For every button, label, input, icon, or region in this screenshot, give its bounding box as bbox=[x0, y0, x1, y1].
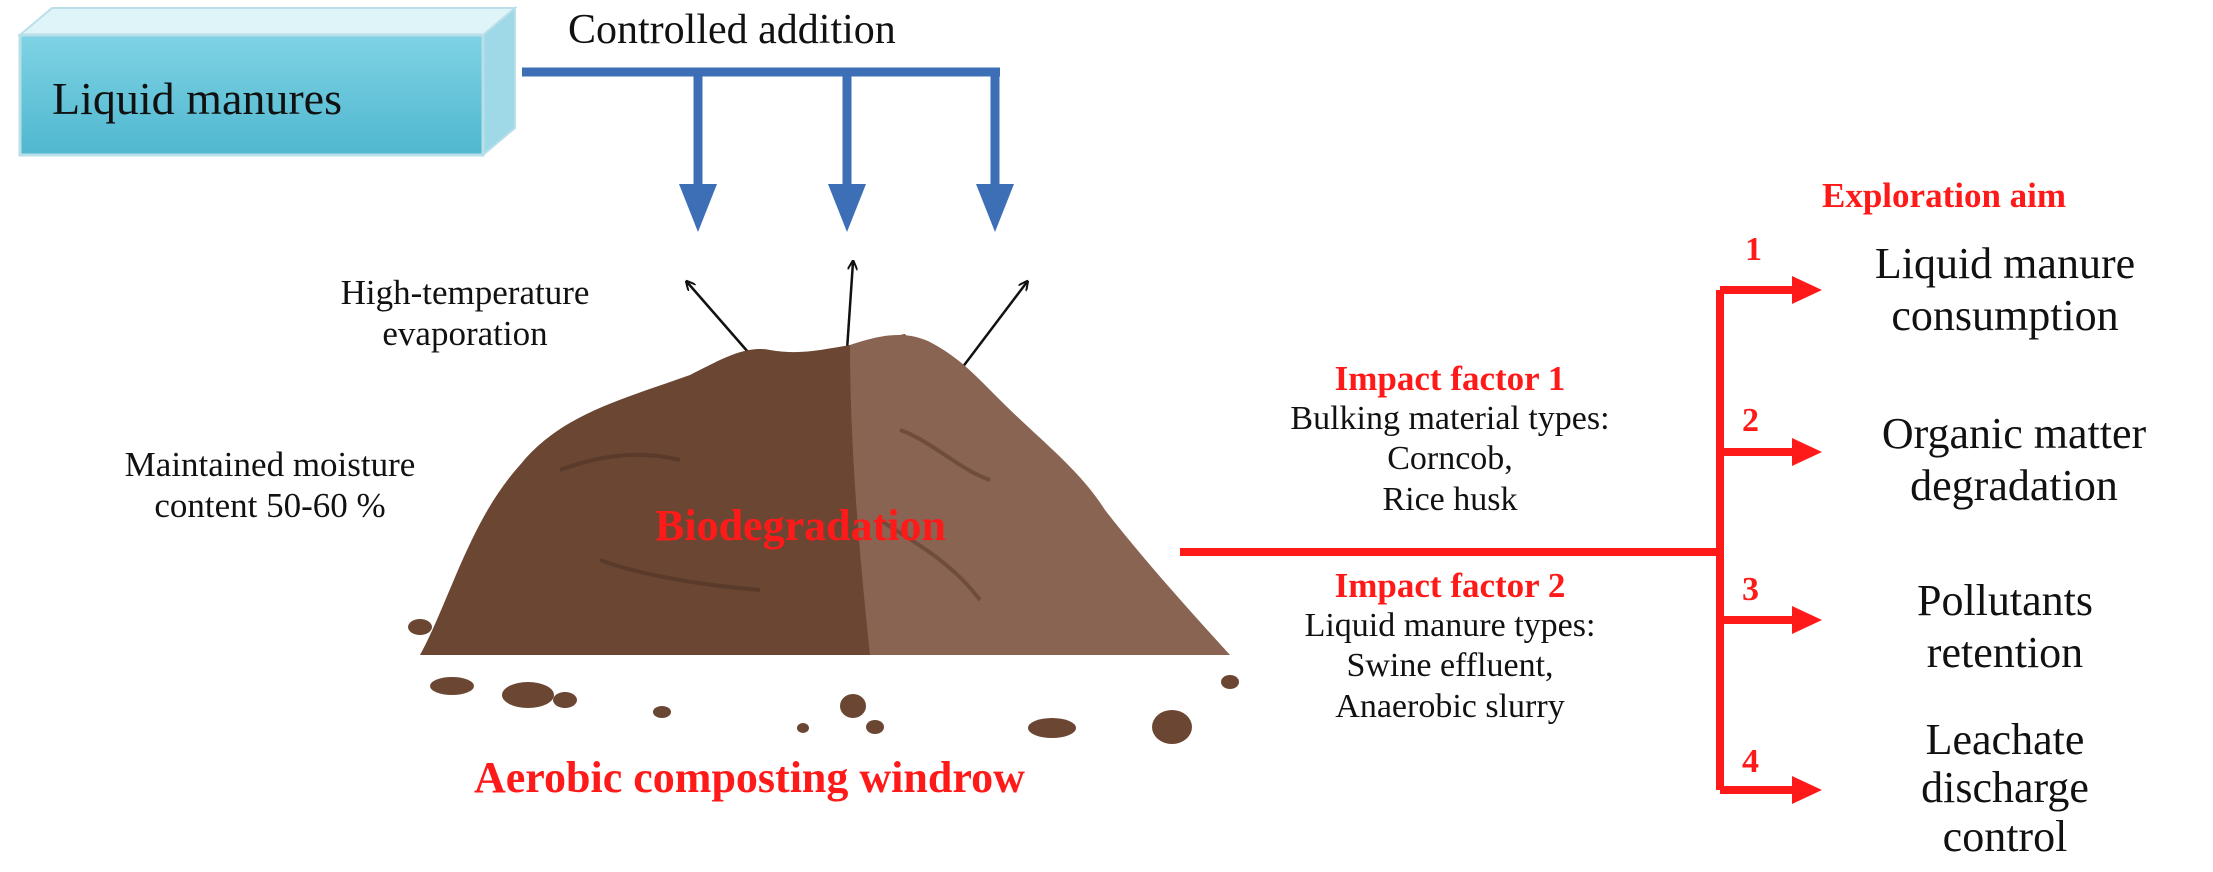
red-connectors bbox=[1180, 286, 1796, 794]
impact-factor-1: Impact factor 1 Bulking material types: … bbox=[1180, 358, 1720, 520]
aim-1-line-2: consumption bbox=[1891, 290, 2119, 340]
feed-arrowhead-2 bbox=[828, 184, 866, 232]
aim-2-line-1: Organic matter bbox=[1881, 409, 2147, 458]
aim-4: Leachate discharge control bbox=[1805, 715, 2205, 861]
aim-arrowhead-2 bbox=[1792, 438, 1822, 466]
impact-factor-2-line-2: Swine effluent, bbox=[1346, 647, 1554, 685]
evaporation-line-1: High-temperature bbox=[340, 273, 590, 312]
aim-1-line-1: Liquid manure bbox=[1874, 239, 2136, 288]
moisture-label: Maintained moisture content 50-60 % bbox=[40, 444, 500, 527]
evaporation-label: High-temperature evaporation bbox=[265, 272, 665, 355]
impact-factor-2-line-3: Anaerobic slurry bbox=[1335, 687, 1565, 725]
aim-2: Organic matter degradation bbox=[1815, 408, 2213, 512]
aim-number-1: 1 bbox=[1745, 231, 1762, 268]
aim-3-line-2: retention bbox=[1926, 627, 2084, 677]
feed-pipe bbox=[522, 67, 1000, 186]
liquid-manures-box bbox=[17, 5, 518, 158]
impact-factor-2-title: Impact factor 2 bbox=[1334, 566, 1566, 605]
feed-arrowhead-1 bbox=[679, 184, 717, 232]
aim-3: Pollutants retention bbox=[1805, 575, 2205, 679]
aim-1: Liquid manure consumption bbox=[1805, 238, 2205, 342]
aim-arrowhead-4 bbox=[1792, 776, 1822, 804]
feed-arrowhead-3 bbox=[976, 184, 1014, 232]
impact-factor-1-title: Impact factor 1 bbox=[1334, 359, 1566, 398]
windrow-caption: Aerobic composting windrow bbox=[474, 753, 1025, 802]
aim-4-line-2: discharge bbox=[1921, 763, 2089, 813]
soil-clumps bbox=[408, 619, 1239, 744]
impact-factor-1-line-1: Bulking material types: bbox=[1290, 400, 1610, 438]
compost-pile bbox=[420, 334, 1230, 655]
aim-4-line-3: control bbox=[1942, 811, 2068, 861]
impact-factor-1-line-3: Rice husk bbox=[1382, 480, 1518, 518]
controlled-addition-label: Controlled addition bbox=[568, 7, 896, 53]
aim-number-3: 3 bbox=[1742, 571, 1759, 608]
impact-factor-2-line-1: Liquid manure types: bbox=[1304, 607, 1596, 645]
aim-number-4: 4 bbox=[1742, 743, 1759, 780]
evaporation-arrows bbox=[687, 262, 1027, 369]
moisture-line-2: content 50-60 % bbox=[154, 486, 386, 526]
aim-4-line-1: Leachate bbox=[1925, 715, 2085, 764]
evaporation-line-2: evaporation bbox=[382, 314, 548, 354]
aim-3-line-1: Pollutants bbox=[1916, 576, 2094, 625]
aim-arrowhead-3 bbox=[1792, 606, 1822, 634]
liquid-manures-label: Liquid manures bbox=[52, 73, 342, 124]
biodegradation-label: Biodegradation bbox=[655, 501, 946, 550]
aim-2-line-2: degradation bbox=[1910, 460, 2118, 510]
impact-factor-1-line-2: Corncob, bbox=[1387, 440, 1513, 478]
exploration-aim-title: Exploration aim bbox=[1822, 176, 2067, 215]
aim-number-2: 2 bbox=[1742, 402, 1759, 439]
aim-arrowhead-1 bbox=[1792, 276, 1822, 304]
impact-factor-2: Impact factor 2 Liquid manure types: Swi… bbox=[1180, 565, 1720, 727]
moisture-line-1: Maintained moisture bbox=[124, 445, 416, 484]
